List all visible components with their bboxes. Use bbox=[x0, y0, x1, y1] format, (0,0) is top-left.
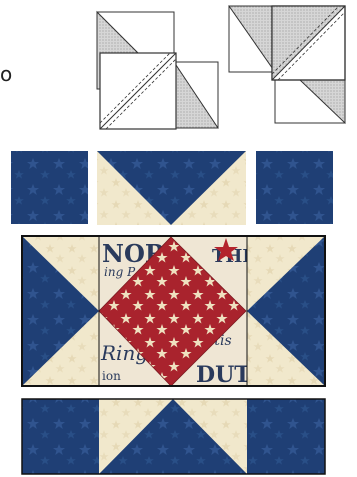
top-row bbox=[11, 151, 333, 225]
fabric-print-text: ing P bbox=[104, 265, 136, 279]
fabric-print-text: DUT bbox=[196, 362, 251, 388]
navy-corner-square-right bbox=[256, 151, 333, 224]
center-print-square: NOR ing P THE Ring otis DUT ion bbox=[99, 236, 256, 388]
flying-geese-unit-top bbox=[97, 151, 246, 225]
flying-geese-unit-bottom bbox=[99, 399, 247, 474]
fabric-print-text: ion bbox=[102, 369, 121, 383]
navy-corner-square-left bbox=[11, 151, 88, 224]
middle-row: NOR ing P THE Ring otis DUT ion bbox=[22, 236, 325, 388]
hst-diagram-right bbox=[229, 6, 345, 123]
bottom-row bbox=[22, 399, 325, 474]
navy-corner-square-right bbox=[247, 399, 325, 474]
hst-diagram-left bbox=[97, 12, 218, 129]
navy-corner-square-left bbox=[22, 399, 99, 474]
